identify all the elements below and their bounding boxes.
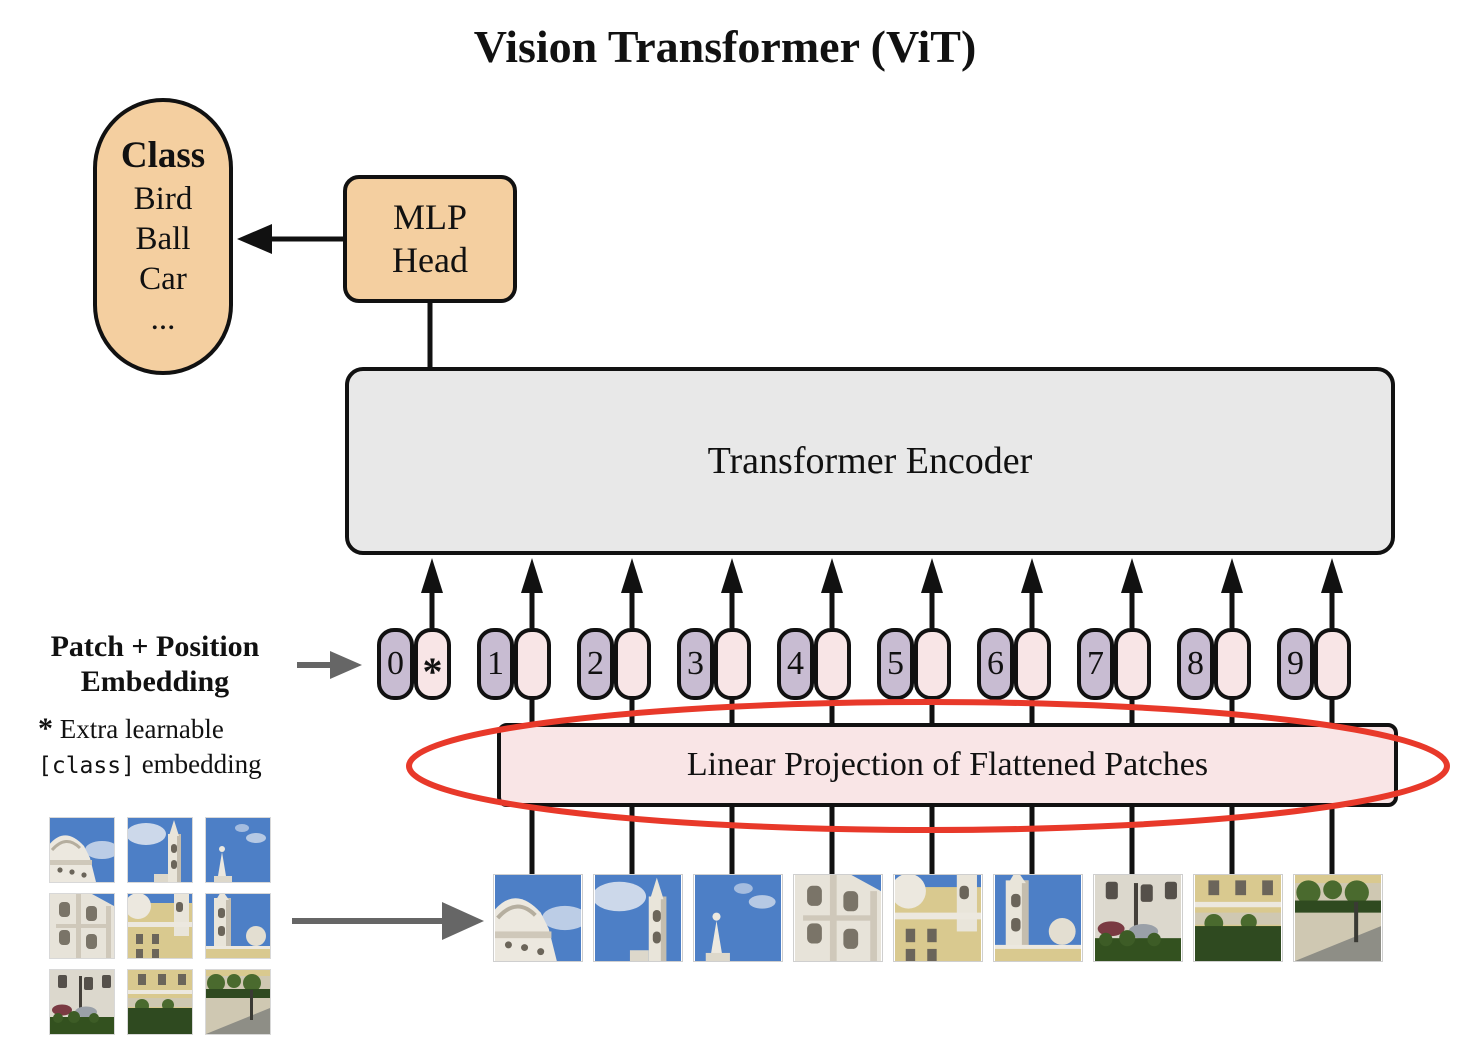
embedding-label-arrowhead-icon <box>330 651 362 679</box>
class-output-bubble: Class Bird Ball Car ... <box>93 98 233 375</box>
patch-thumbnail <box>993 874 1083 962</box>
input-grid-patch <box>49 893 115 959</box>
patch-thumbnail <box>793 874 883 962</box>
position-embedding-pill-6: 6 <box>977 628 1014 700</box>
patch-thumbnail <box>1193 874 1283 962</box>
footnote-line2: [class] embedding <box>38 748 262 782</box>
linear-projection-box: Linear Projection of Flattened Patches <box>497 723 1398 807</box>
linear-projection-label: Linear Projection of Flattened Patches <box>686 746 1209 783</box>
input-grid-patch <box>49 817 115 883</box>
patch-thumbnail <box>893 874 983 962</box>
token-arrowhead-icon <box>721 558 743 593</box>
patch-embedding-pill-6 <box>1014 628 1051 700</box>
position-embedding-pill-1: 1 <box>477 628 514 700</box>
patch-thumbnail <box>593 874 683 962</box>
token-arrowhead-icon <box>521 558 543 593</box>
diagram-title: Vision Transformer (ViT) <box>473 21 977 72</box>
token-arrowhead-icon <box>1321 558 1343 593</box>
class-item-bird: Bird <box>133 180 193 217</box>
mlp-head-line2: Head <box>392 240 468 280</box>
mlp-head-box: MLP Head <box>343 175 517 303</box>
token-arrowhead-icon <box>1221 558 1243 593</box>
patch-embedding-pill-5 <box>914 628 951 700</box>
class-embedding-footnote: * Extra learnable [class] embedding <box>38 710 262 781</box>
position-embedding-pill-2: 2 <box>577 628 614 700</box>
patch-thumbnail <box>1093 874 1183 962</box>
position-embedding-pill-3: 3 <box>677 628 714 700</box>
position-embedding-pill-4: 4 <box>777 628 814 700</box>
input-grid-patch <box>205 893 271 959</box>
position-embedding-pill-7: 7 <box>1077 628 1114 700</box>
patch-embedding-pill-3 <box>714 628 751 700</box>
asterisk-marker: * <box>38 712 53 745</box>
patch-position-label-line1: Patch + Position <box>50 630 260 663</box>
mlp-head-line1: MLP <box>392 196 468 237</box>
token-arrowhead-icon <box>621 558 643 593</box>
patch-position-embedding-label: Patch + Position Embedding <box>10 630 300 699</box>
token-arrowhead-icon <box>1121 558 1143 593</box>
token-arrowhead-icon <box>921 558 943 593</box>
patch-embedding-pill-2 <box>614 628 651 700</box>
class-item-ellipsis: ... <box>150 301 176 338</box>
class-item-car: Car <box>139 261 187 298</box>
input-grid-patch <box>49 969 115 1035</box>
image-to-patches-arrowhead-icon <box>442 902 484 940</box>
position-embedding-pill-8: 8 <box>1177 628 1214 700</box>
token-arrowhead-icon <box>421 558 443 593</box>
patch-embedding-pill-8 <box>1214 628 1251 700</box>
class-bubble-header: Class <box>120 135 206 177</box>
input-grid-patch <box>127 817 193 883</box>
patch-thumbnail <box>693 874 783 962</box>
transformer-encoder-label: Transformer Encoder <box>707 440 1033 482</box>
class-token-pill: * <box>414 628 451 700</box>
input-grid-patch <box>205 969 271 1035</box>
position-embedding-pill-9: 9 <box>1277 628 1314 700</box>
patch-embedding-pill-9 <box>1314 628 1351 700</box>
footnote-text2: embedding <box>141 748 262 779</box>
transformer-encoder-box: Transformer Encoder <box>345 367 1395 555</box>
position-embedding-pill-0: 0 <box>377 628 414 700</box>
patch-embedding-pill-7 <box>1114 628 1151 700</box>
input-grid-patch <box>127 893 193 959</box>
patch-embedding-pill-1 <box>514 628 551 700</box>
patch-thumbnail <box>1293 874 1383 962</box>
mlp-to-class-arrowhead-icon <box>237 224 272 254</box>
patch-thumbnail <box>493 874 583 962</box>
position-embedding-pill-5: 5 <box>877 628 914 700</box>
input-grid-patch <box>205 817 271 883</box>
footnote-line1: * Extra learnable <box>38 710 262 748</box>
token-arrowhead-icon <box>821 558 843 593</box>
patch-position-label-line2: Embedding <box>80 664 230 698</box>
class-token-code: [class] <box>38 752 135 779</box>
input-grid-patch <box>127 969 193 1035</box>
footnote-text1: Extra learnable <box>59 714 224 744</box>
token-arrowhead-icon <box>1021 558 1043 593</box>
class-item-ball: Ball <box>135 220 191 257</box>
patch-embedding-pill-4 <box>814 628 851 700</box>
